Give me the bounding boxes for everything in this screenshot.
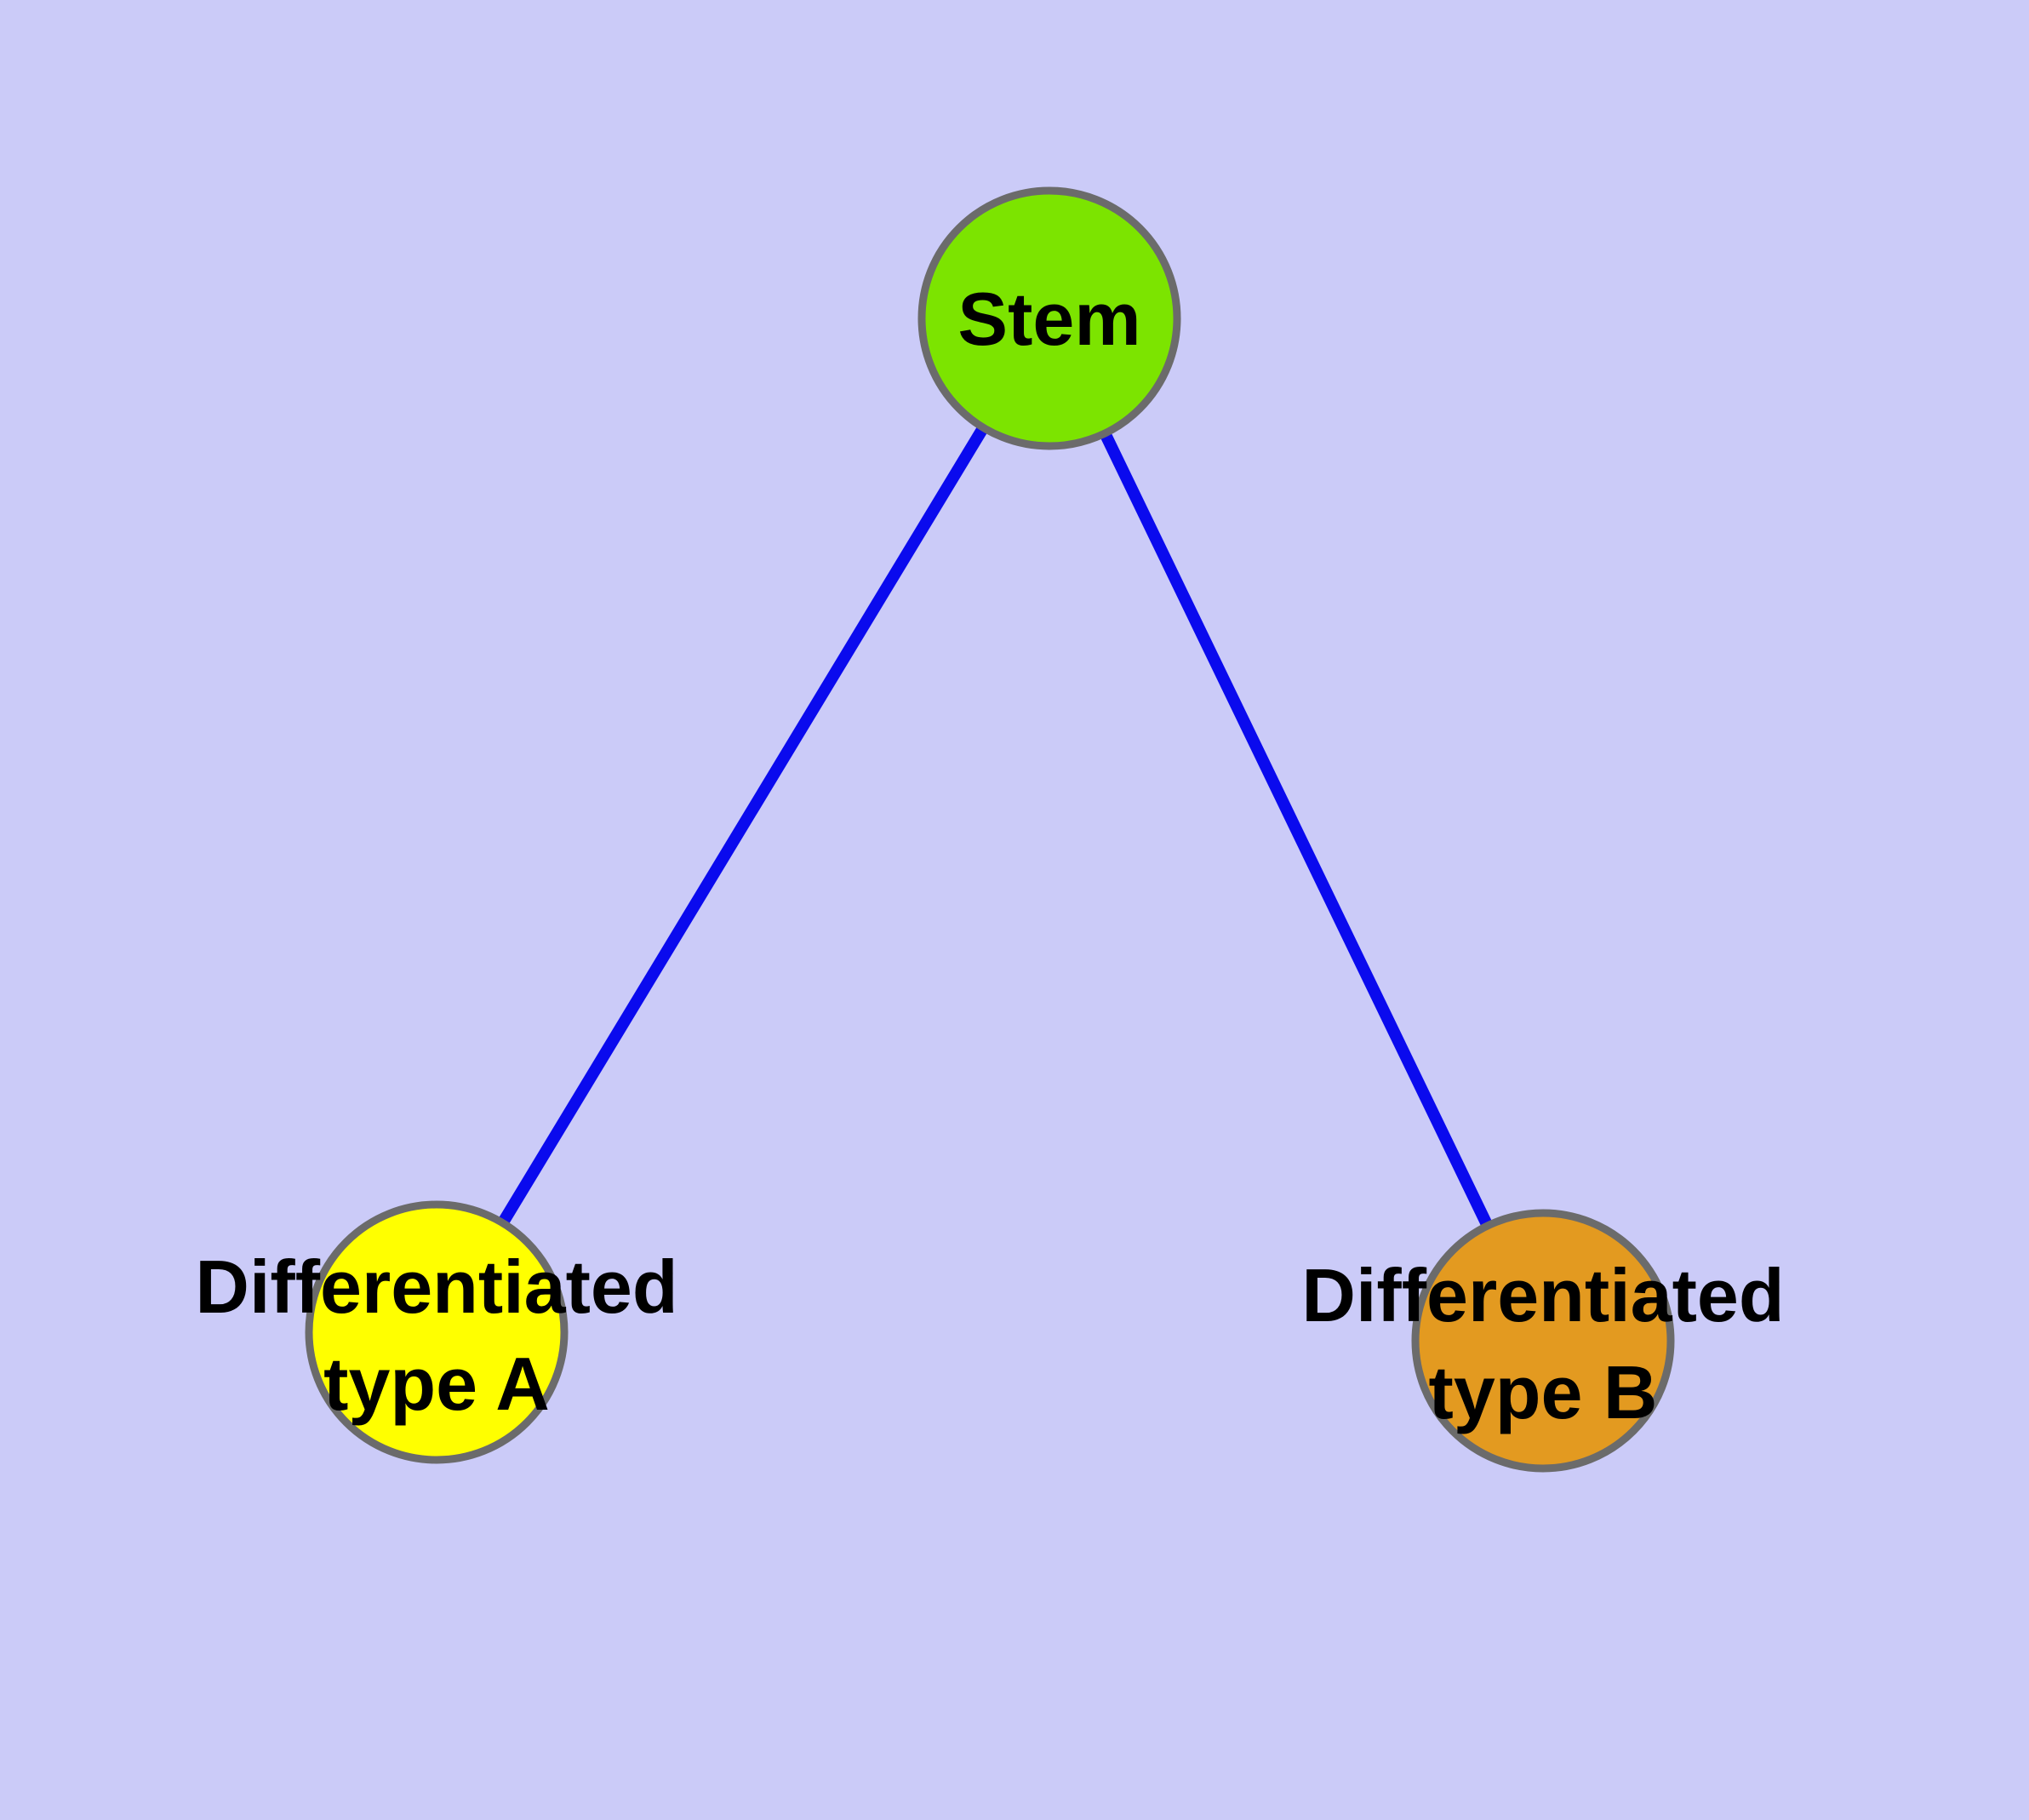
node-differentiated-type-a: Differentiated type A xyxy=(195,1200,678,1464)
node-differentiated-type-b-circle xyxy=(1411,1209,1675,1473)
node-differentiated-type-b-label-line2: type B xyxy=(1429,1350,1658,1434)
node-stem-circle xyxy=(917,186,1181,450)
edge-stem-to-type-b xyxy=(1043,315,1549,1344)
node-stem: Stem xyxy=(917,186,1181,450)
node-differentiated-type-b-label-line1: Differentiated xyxy=(1301,1253,1784,1337)
node-differentiated-type-a-circle xyxy=(305,1200,569,1464)
node-differentiated-type-a-label-line2: type A xyxy=(323,1342,550,1426)
node-differentiated-type-b: Differentiated type B xyxy=(1301,1209,1785,1473)
node-stem-label: Stem xyxy=(957,277,1140,361)
node-differentiated-type-a-label-line1: Differentiated xyxy=(195,1245,677,1329)
edge-stem-to-type-a xyxy=(432,315,1055,1336)
